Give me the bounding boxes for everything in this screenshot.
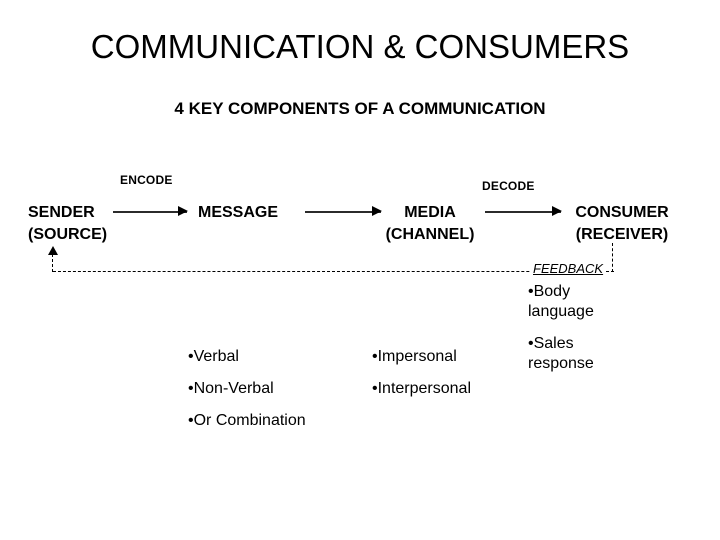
process-label-decode: DECODE xyxy=(482,179,535,193)
arrow-message-to-media-icon xyxy=(305,206,382,217)
arrow-sender-to-message-icon xyxy=(113,206,188,217)
page-subtitle: 4 KEY COMPONENTS OF A COMMUNICATION xyxy=(174,99,546,118)
bullet-list-message-types: •Verbal •Non-Verbal •Or Combination xyxy=(188,347,358,431)
bullet-list-feedback-types: •Body language •Sales response xyxy=(528,282,620,374)
feedback-line-right-segment xyxy=(612,243,613,272)
flow-stage-message-line1: MESSAGE xyxy=(198,204,279,221)
list-item: •Non-Verbal xyxy=(188,380,274,397)
list-item: •Or Combination xyxy=(188,412,306,429)
feedback-line-left-segment xyxy=(52,254,53,272)
page-title: COMMUNICATION & CONSUMERS xyxy=(90,28,630,65)
feedback-arrow-head-icon xyxy=(48,246,58,255)
list-item: •Impersonal xyxy=(372,348,457,365)
flow-stage-consumer-line1: CONSUMER xyxy=(575,204,669,221)
arrow-head xyxy=(178,206,188,216)
list-item: •Interpersonal xyxy=(372,380,471,397)
feedback-label: FEEDBACK xyxy=(531,261,606,276)
list-item: •Body language xyxy=(528,283,594,320)
flow-stage-sender: SENDER (SOURCE) xyxy=(28,202,107,246)
list-item: •Verbal xyxy=(188,348,239,365)
arrow-head xyxy=(552,206,562,216)
process-label-encode: ENCODE xyxy=(120,173,173,187)
arrow-shaft xyxy=(113,211,187,213)
arrow-head xyxy=(372,206,382,216)
flow-stage-consumer-line2: (RECEIVER) xyxy=(575,226,669,243)
flow-stage-message: MESSAGE xyxy=(198,202,278,224)
feedback-line-bottom-segment xyxy=(53,271,614,272)
flow-stage-media: MEDIA (CHANNEL) xyxy=(378,202,482,246)
flow-stage-consumer: CONSUMER (RECEIVER) xyxy=(562,202,682,246)
flow-stage-media-line2: (CHANNEL) xyxy=(385,226,475,243)
bullet-list-media-types: •Impersonal •Interpersonal xyxy=(372,347,522,399)
flow-stage-media-line1: MEDIA xyxy=(404,204,456,221)
flow-stage-sender-line1: SENDER xyxy=(28,204,95,221)
arrow-shaft xyxy=(305,211,381,213)
arrow-media-to-consumer-icon xyxy=(485,206,562,217)
flow-stage-sender-line2: (SOURCE) xyxy=(28,226,108,243)
list-item: •Sales response xyxy=(528,335,594,372)
arrow-shaft xyxy=(485,211,561,213)
